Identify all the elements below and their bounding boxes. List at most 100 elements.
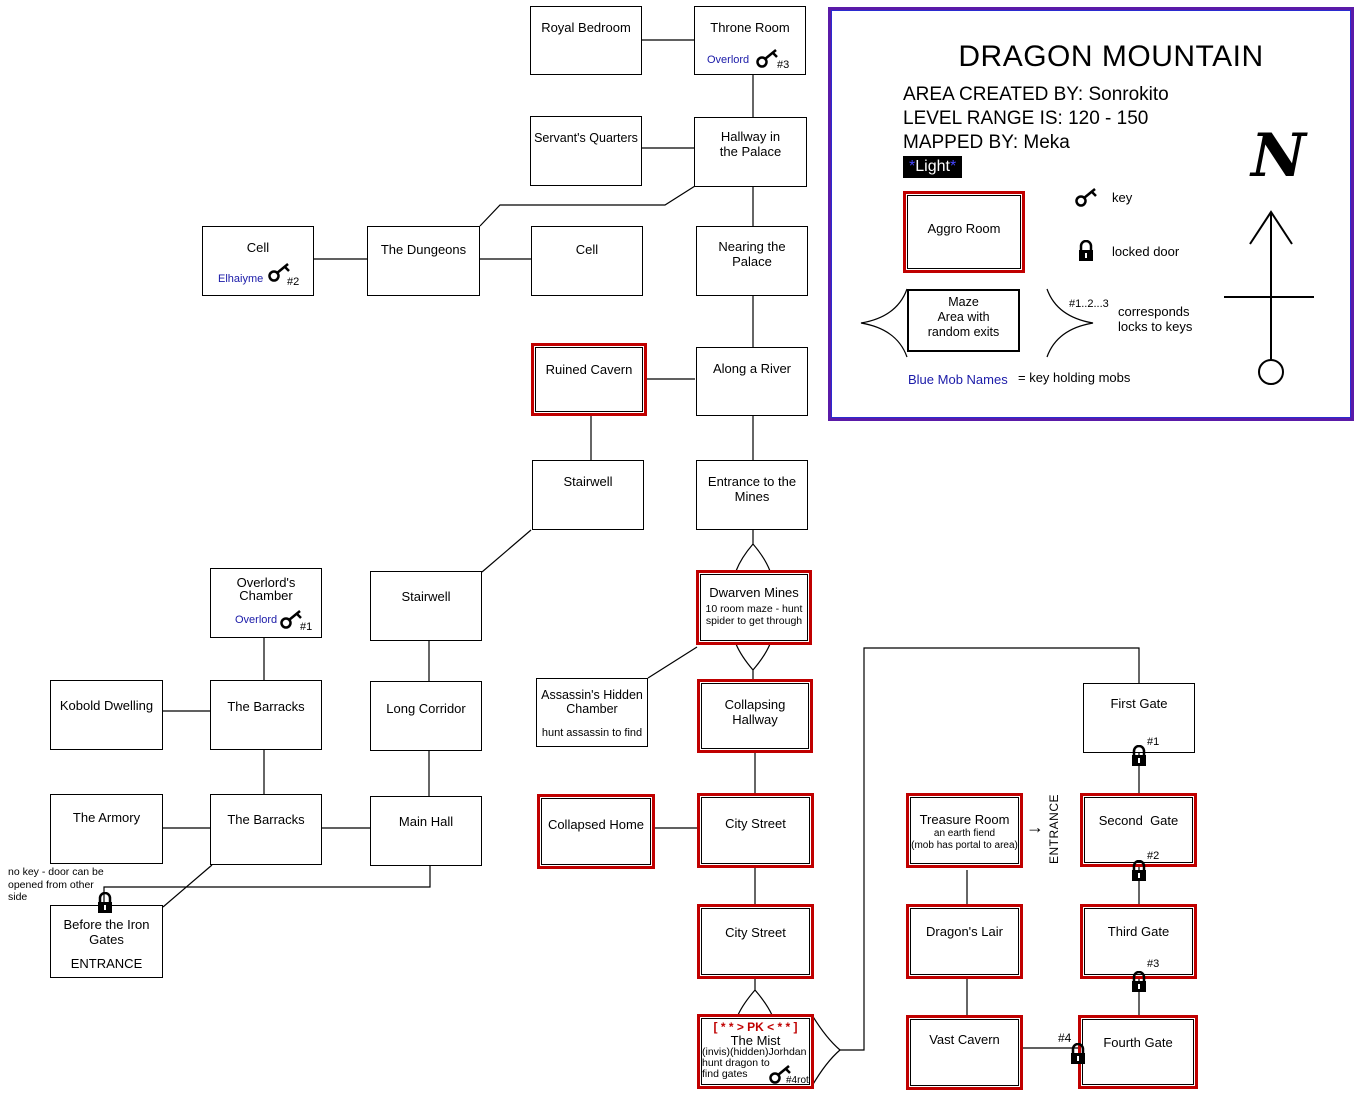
connector-line bbox=[481, 529, 532, 573]
pk-label: [ * * > PK < * * ] bbox=[713, 1020, 798, 1034]
key-legend-label: key bbox=[1112, 190, 1133, 205]
room-stairwell-lower: Stairwell bbox=[370, 571, 482, 641]
room-label: Second Gate bbox=[1098, 813, 1179, 828]
room-label: The Barracks bbox=[227, 812, 305, 827]
room-dragons-lair: Dragon's Lair bbox=[906, 904, 1023, 979]
room-label: Collapsed Home bbox=[547, 817, 645, 832]
room-barracks-upper: The Barracks bbox=[210, 680, 322, 750]
light-badge: *Light* bbox=[903, 156, 963, 178]
room-label: Throne Room bbox=[710, 20, 790, 35]
key-number: #2 bbox=[287, 276, 300, 288]
mob-name: Overlord bbox=[235, 614, 278, 626]
room-long-corridor: Long Corridor bbox=[370, 681, 482, 751]
mapped-by: MAPPED BY: Meka bbox=[903, 132, 1070, 153]
legend-maze-brackets bbox=[860, 288, 1094, 358]
room-first-gate: First Gate bbox=[1083, 683, 1195, 753]
room-label: Treasure Room bbox=[919, 812, 1010, 827]
room-cell-left: Cell Elhaiyme #2 bbox=[202, 226, 314, 296]
room-label: Vast Cavern bbox=[929, 1032, 1000, 1047]
room-label: Fourth Gate bbox=[1103, 1035, 1173, 1050]
room-before-iron-gates: Before the Iron Gates ENTRANCE bbox=[50, 905, 163, 978]
room-vast-cavern: Vast Cavern bbox=[906, 1015, 1023, 1090]
room-along-river: Along a River bbox=[696, 347, 808, 416]
room-overlords-chamber: Overlord's Chamber Overlord #1 bbox=[210, 568, 322, 638]
lock-number: #4 bbox=[1058, 1031, 1072, 1045]
lock-number: #3 bbox=[1147, 958, 1160, 970]
room-cell-right: Cell bbox=[531, 226, 643, 296]
room-label: Nearing the Palace bbox=[718, 239, 786, 269]
room-label: Stairwell bbox=[401, 589, 451, 604]
lock-icon bbox=[1132, 745, 1146, 766]
locked-legend-label: locked door bbox=[1112, 244, 1180, 259]
room-third-gate: Third Gate bbox=[1080, 904, 1197, 979]
room-label: Hallway in the Palace bbox=[719, 129, 782, 159]
room-main-hall: Main Hall bbox=[370, 796, 482, 866]
no-key-note: no key - door can be opened from other s… bbox=[8, 866, 104, 903]
room-second-gate: Second Gate bbox=[1080, 793, 1197, 867]
room-label: Cell bbox=[575, 242, 599, 257]
room-label: Cell bbox=[246, 240, 270, 255]
lock-number: #1 bbox=[1147, 736, 1160, 748]
room-label: Stairwell bbox=[563, 474, 613, 489]
lock-icon bbox=[1132, 860, 1146, 881]
room-note: an earth fiend (mob has portal to area) bbox=[911, 828, 1018, 851]
level-range: LEVEL RANGE IS: 120 - 150 bbox=[903, 108, 1149, 129]
room-label: The Armory bbox=[72, 810, 141, 825]
maze-bracket bbox=[735, 530, 771, 572]
room-label: City Street bbox=[725, 816, 786, 831]
room-note: 10 room maze - hunt spider to get throug… bbox=[705, 603, 803, 627]
room-collapsing-hallway: Collapsing Hallway bbox=[697, 679, 813, 753]
room-note: hunt assassin to find bbox=[541, 727, 643, 739]
aggro-label: Aggro Room bbox=[927, 221, 1001, 236]
room-label: Assassin's Hidden Chamber bbox=[541, 688, 643, 716]
key-icon bbox=[280, 610, 302, 629]
room-dungeons: The Dungeons bbox=[367, 226, 480, 296]
key-icon bbox=[769, 1065, 791, 1084]
room-label: Collapsing Hallway bbox=[724, 697, 786, 727]
key-icon bbox=[1075, 188, 1097, 207]
room-barracks-lower: The Barracks bbox=[210, 794, 322, 865]
room-label: Entrance to the Mines bbox=[707, 474, 797, 504]
room-stairwell-upper: Stairwell bbox=[532, 460, 644, 530]
lock-icon bbox=[1071, 1043, 1085, 1064]
key-holding-legend: = key holding mobs bbox=[1018, 370, 1131, 385]
room-ruined-cavern: Ruined Cavern bbox=[531, 343, 647, 416]
room-label: The Mist bbox=[730, 1033, 781, 1048]
connector-line bbox=[103, 865, 431, 905]
key-number: #4rot bbox=[786, 1075, 809, 1086]
lock-icon bbox=[1132, 971, 1146, 992]
room-throne-room: Throne Room Overlord #3 bbox=[694, 6, 806, 75]
legend-aggro-sample: Aggro Room bbox=[903, 191, 1025, 273]
arrow-icon: → bbox=[1026, 817, 1044, 837]
room-assassins-chamber: Assassin's Hidden Chamber hunt assassin … bbox=[536, 678, 648, 747]
room-label: Servant's Quarters bbox=[534, 131, 638, 145]
entrance-label: ENTRANCE bbox=[70, 956, 143, 971]
room-label: Royal Bedroom bbox=[541, 20, 631, 35]
compass-north-letter: N bbox=[1251, 121, 1306, 191]
light-star: * bbox=[949, 158, 957, 175]
room-label: Third Gate bbox=[1107, 924, 1170, 939]
room-fourth-gate: Fourth Gate bbox=[1078, 1015, 1198, 1089]
maze-bracket bbox=[735, 643, 771, 683]
maze-bracket bbox=[811, 1014, 841, 1087]
room-label: Before the Iron Gates bbox=[63, 917, 150, 947]
created-by: AREA CREATED BY: Sonrokito bbox=[903, 84, 1169, 105]
corresponds-legend: corresponds locks to keys bbox=[1118, 304, 1193, 334]
light-star: * bbox=[909, 158, 916, 175]
room-label: City Street bbox=[725, 925, 786, 940]
room-armory: The Armory bbox=[50, 794, 163, 864]
mob-name: Overlord bbox=[707, 54, 750, 66]
room-label: The Barracks bbox=[227, 699, 305, 714]
room-hallway-palace: Hallway in the Palace bbox=[694, 117, 807, 187]
key-icon bbox=[756, 49, 778, 68]
lock-icon bbox=[1079, 240, 1093, 261]
legend-panel: DRAGON MOUNTAIN AREA CREATED BY: Sonroki… bbox=[828, 7, 1354, 421]
room-label: Kobold Dwelling bbox=[59, 698, 154, 713]
room-servants-quarters: Servant's Quarters bbox=[530, 116, 642, 186]
room-kobold-dwelling: Kobold Dwelling bbox=[50, 680, 163, 750]
room-label: Ruined Cavern bbox=[545, 362, 633, 377]
lock-icon bbox=[98, 892, 112, 913]
room-collapsed-home: Collapsed Home bbox=[537, 794, 655, 869]
numbers-legend: #1..2...3 bbox=[1069, 298, 1109, 310]
compass-rose bbox=[1224, 210, 1314, 385]
